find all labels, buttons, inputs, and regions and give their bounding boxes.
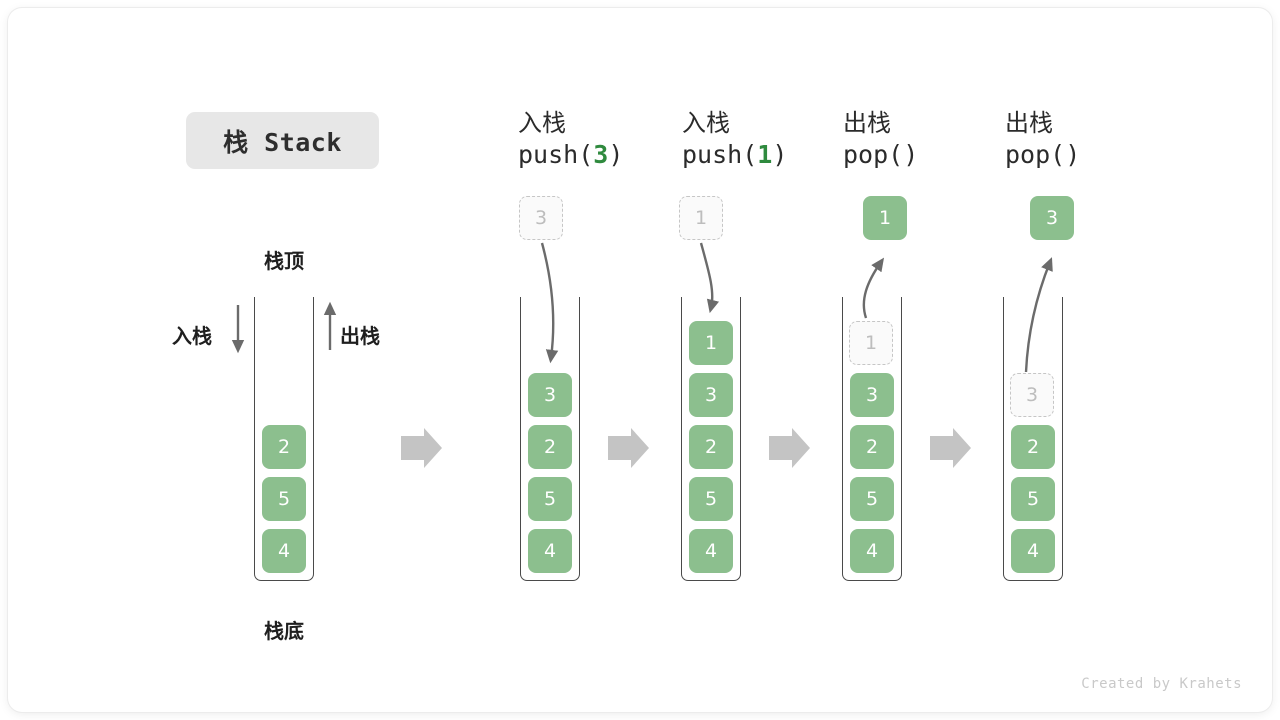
ghost-cell-removed: 1 [849,321,893,365]
stage-header-line1: 入栈 [682,109,730,137]
stack-container-pop-2 [1003,297,1063,581]
stage-header-line2: push(1) [682,138,882,172]
stage-header-push-3: 入栈 push(3) [518,108,718,172]
stack-container-initial [254,297,314,581]
stack-cell: 3 [850,373,894,417]
call-prefix: pop( [843,140,904,169]
call-prefix: push( [518,140,594,169]
stack-cell: 3 [689,373,733,417]
stack-cell: 4 [689,529,733,573]
stack-cell: 2 [850,425,894,469]
stack-cell: 4 [1011,529,1055,573]
stack-container-push-1 [681,297,741,581]
ghost-cell-removed: 3 [1010,373,1054,417]
stack-cell: 2 [1011,425,1055,469]
pop-side-label: 出栈 [340,324,380,348]
stage-header-pop-2: 出栈 pop() [1005,108,1205,172]
stack-cell: 4 [528,529,572,573]
call-prefix: pop( [1005,140,1066,169]
stack-bottom-label: 栈底 [264,619,304,643]
stage-header-line2: pop() [843,138,1043,172]
ghost-cell-incoming: 1 [679,196,723,240]
popped-cell: 3 [1030,196,1074,240]
call-suffix: ) [608,140,624,169]
stack-top-label: 栈顶 [264,249,304,273]
call-suffix: ) [903,140,919,169]
stack-cell: 2 [689,425,733,469]
push-side-label: 入栈 [172,324,212,348]
stage-header-line1: 入栈 [518,109,566,137]
stack-cell: 5 [1011,477,1055,521]
call-suffix: ) [772,140,788,169]
stack-cell: 5 [850,477,894,521]
stack-cell: 3 [528,373,572,417]
title-badge: 栈 Stack [186,112,379,169]
stack-cell: 5 [528,477,572,521]
stack-cell: 2 [528,425,572,469]
title-badge-label: 栈 Stack [223,127,342,157]
stack-container-pop-1 [842,297,902,581]
popped-cell: 1 [863,196,907,240]
stack-cell: 5 [262,477,306,521]
stage-header-line1: 出栈 [843,109,891,137]
stack-cell: 1 [689,321,733,365]
call-arg: 3 [593,140,609,169]
stack-cell: 4 [262,529,306,573]
call-prefix: push( [682,140,758,169]
stage-header-line1: 出栈 [1005,109,1053,137]
stage-header-push-1: 入栈 push(1) [682,108,882,172]
stage-header-line2: push(3) [518,138,718,172]
call-arg: 1 [757,140,773,169]
stage-header-line2: pop() [1005,138,1205,172]
credit-watermark: Created by Krahets [1081,676,1242,692]
stack-cell: 5 [689,477,733,521]
stack-cell: 4 [850,529,894,573]
stack-cell: 2 [262,425,306,469]
stage-header-pop-1: 出栈 pop() [843,108,1043,172]
stack-container-push-3 [520,297,580,581]
call-suffix: ) [1065,140,1081,169]
ghost-cell-incoming: 3 [519,196,563,240]
